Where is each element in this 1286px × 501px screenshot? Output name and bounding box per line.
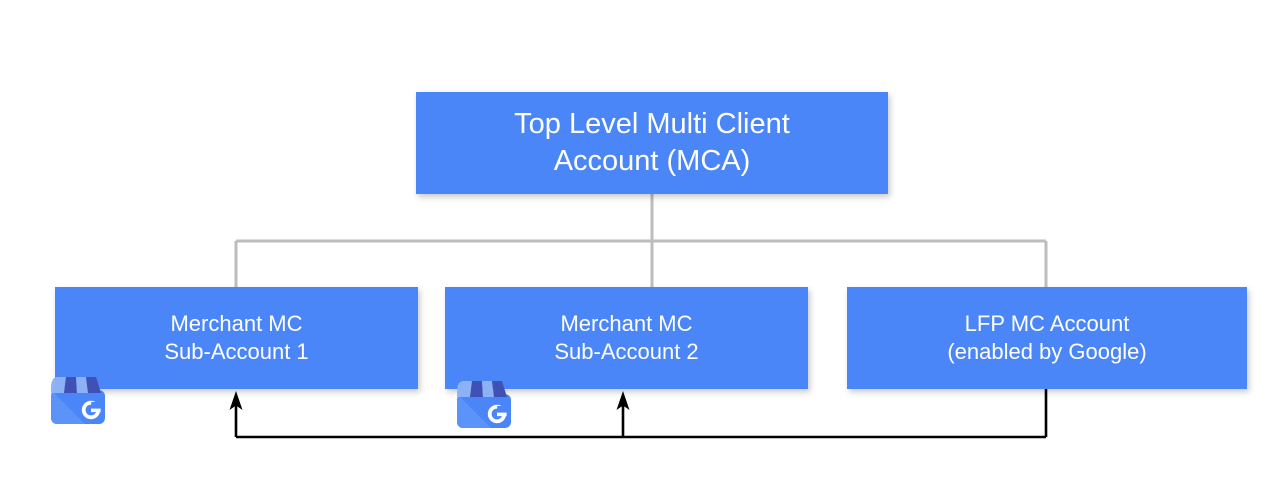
merchant-sub-account-2-label-line1: Merchant MC (560, 310, 693, 336)
google-my-business-storefront-icon (457, 381, 511, 428)
hierarchy-connector-group (234, 194, 1048, 288)
lfp-mc-account-label-line1: LFP MC Account (964, 310, 1130, 336)
data-flow-arrowhead-sub1 (229, 391, 243, 410)
merchant-sub-account-2-label-line2: Sub-Account 2 (554, 339, 699, 364)
top-level-mca-node[interactable]: Top Level Multi Client Account (MCA) (416, 92, 888, 194)
lfp-mc-account-node[interactable]: LFP MC Account (enabled by Google) (847, 287, 1247, 389)
google-my-business-storefront-icon (51, 377, 105, 424)
merchant-sub-account-2-node[interactable]: Merchant MC Sub-Account 2 (445, 287, 808, 389)
top-level-mca-label-line1: Top Level Multi Client (514, 107, 790, 140)
merchant-sub-account-1-label-line2: Sub-Account 1 (164, 339, 309, 364)
merchant-sub-account-1-label-line1: Merchant MC (170, 310, 303, 336)
data-flow-connector-group (229, 388, 1048, 439)
data-flow-arrowhead-sub2 (616, 391, 630, 410)
merchant-sub-account-1-node[interactable]: Merchant MC Sub-Account 1 (55, 287, 418, 389)
top-level-mca-label-line2: Account (MCA) (553, 145, 751, 177)
lfp-mc-account-label-line2: (enabled by Google) (947, 339, 1147, 364)
